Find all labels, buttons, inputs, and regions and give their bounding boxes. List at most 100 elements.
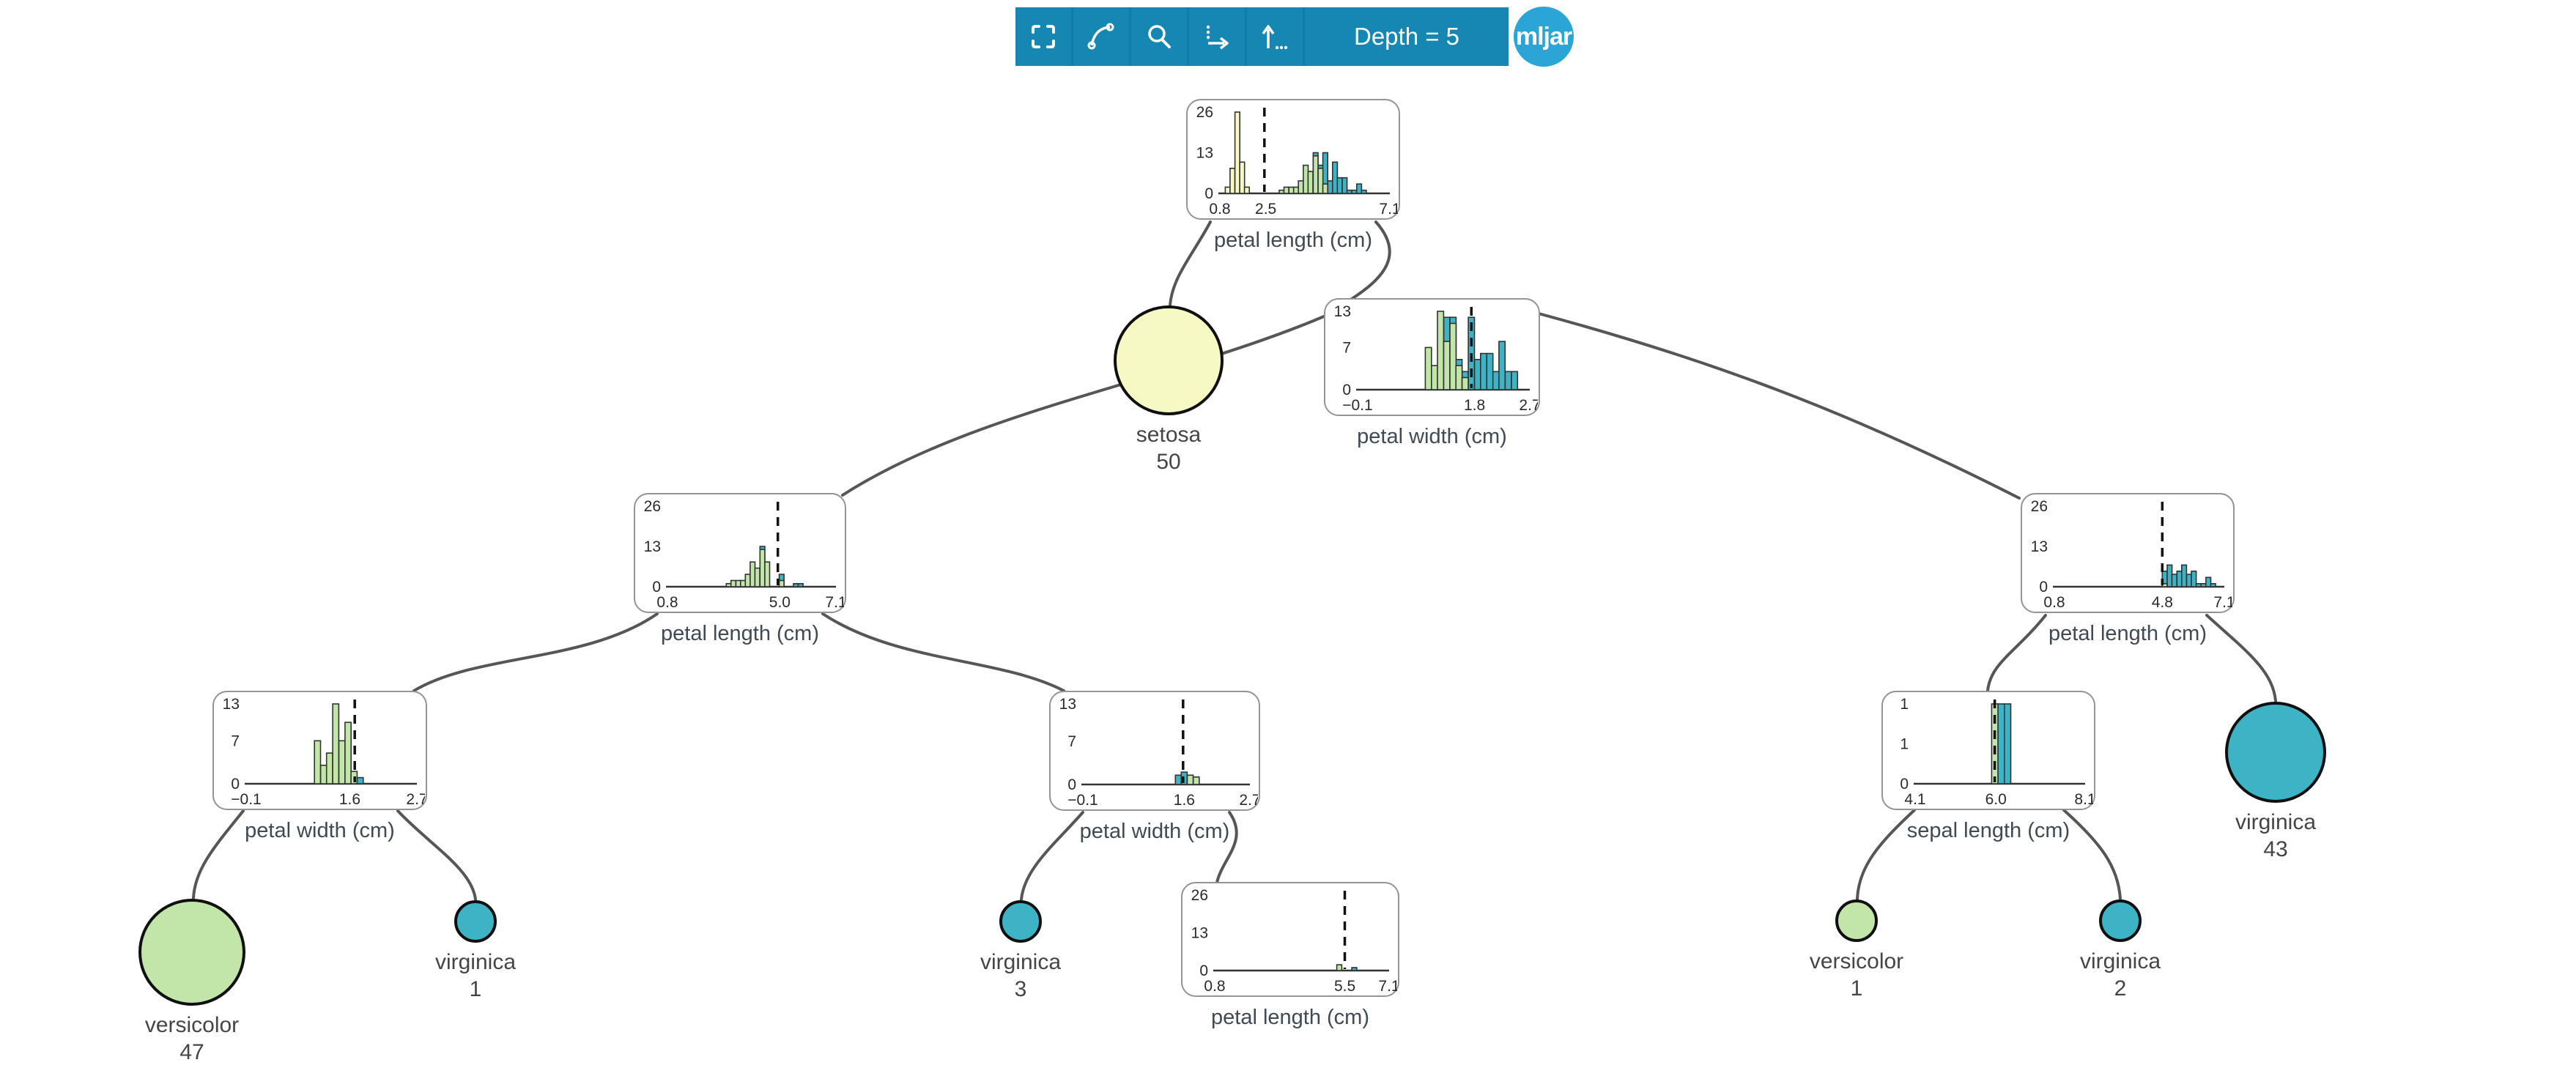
svg-text:0.8: 0.8 [2043, 594, 2065, 611]
svg-text:13: 13 [223, 696, 240, 713]
svg-text:0: 0 [652, 579, 661, 596]
leaf-node-virginica-3[interactable] [999, 900, 1042, 943]
leaf-node-versicolor-1[interactable] [1835, 899, 1878, 942]
svg-text:1: 1 [1900, 696, 1909, 713]
zoom-button[interactable] [1131, 7, 1189, 66]
leaf-label-setosa-50: setosa 50 [1059, 421, 1278, 475]
svg-text:0.8: 0.8 [1204, 978, 1225, 995]
svg-text:26: 26 [1196, 104, 1213, 121]
tree-edge [1856, 809, 1916, 900]
mljar-logo[interactable]: mljar [1514, 7, 1574, 67]
leaf-node-setosa-50[interactable] [1114, 305, 1224, 415]
leaf-node-virginica-2[interactable] [2099, 899, 2142, 942]
svg-text:1.8: 1.8 [1464, 397, 1485, 414]
leaf-label-virginica-1: virginica 1 [366, 949, 585, 1003]
leaf-class-name: virginica [434, 950, 517, 974]
tree-edge [396, 809, 477, 901]
svg-text:7.1: 7.1 [1378, 978, 1397, 995]
svg-text:7.1: 7.1 [1379, 201, 1398, 218]
leaf-sample-count: 2 [2114, 976, 2127, 1001]
svg-text:26: 26 [2031, 498, 2048, 515]
svg-text:−0.1: −0.1 [1342, 397, 1372, 414]
split-feature-label: sepal length (cm) [1906, 819, 2070, 842]
svg-text:1.6: 1.6 [1174, 792, 1195, 809]
svg-text:2.7: 2.7 [1519, 397, 1538, 414]
svg-text:0: 0 [1342, 382, 1351, 398]
histogram-petal-length-2: 26 13 00.8 5.0 7.1 [644, 498, 844, 611]
svg-text:7: 7 [231, 732, 240, 749]
svg-text:0: 0 [1199, 962, 1208, 979]
svg-text:13: 13 [1334, 303, 1351, 320]
leaf-node-virginica-43[interactable] [2225, 702, 2326, 803]
reset-view-button[interactable] [1247, 7, 1305, 66]
svg-text:2.7: 2.7 [406, 791, 425, 808]
tree-edge [1986, 614, 2047, 692]
edge-style-button[interactable] [1073, 7, 1131, 66]
split-feature-label: petal width (cm) [245, 819, 395, 842]
arrow-up-dots-icon [1262, 25, 1288, 50]
split-feature-label: petal width (cm) [1079, 820, 1230, 843]
svg-text:13: 13 [1191, 925, 1208, 942]
svg-text:0.8: 0.8 [656, 594, 678, 611]
tree-edge [1020, 811, 1084, 901]
svg-text:13: 13 [1196, 145, 1213, 162]
split-feature-label: petal length (cm) [661, 622, 819, 645]
svg-text:1.6: 1.6 [339, 791, 360, 808]
leaf-sample-count: 50 [1156, 450, 1181, 474]
svg-text:5.0: 5.0 [769, 594, 791, 611]
leaf-sample-count: 3 [1014, 977, 1027, 1001]
svg-text:7.1: 7.1 [2213, 594, 2232, 611]
tree-edge [412, 612, 659, 692]
leaf-node-versicolor-47[interactable] [138, 899, 245, 1006]
svg-text:4.8: 4.8 [2152, 594, 2173, 611]
leaf-class-name: setosa [1136, 423, 1202, 447]
tree-edge [1350, 220, 1391, 300]
pan-right-button[interactable] [1189, 7, 1247, 66]
fullscreen-button[interactable] [1015, 7, 1073, 66]
svg-text:26: 26 [644, 498, 661, 515]
leaf-sample-count: 1 [469, 977, 482, 1001]
split-feature-label: petal length (cm) [1211, 1006, 1369, 1029]
svg-text:5.5: 5.5 [1334, 978, 1355, 995]
leaf-node-virginica-1[interactable] [454, 900, 497, 943]
svg-text:1: 1 [1900, 736, 1909, 753]
split-feature-label: petal width (cm) [1357, 425, 1507, 448]
tree-edge [1215, 811, 1238, 884]
split-feature-label: petal length (cm) [2048, 622, 2207, 645]
split-feature-label: petal length (cm) [1214, 229, 1372, 252]
svg-text:2.5: 2.5 [1255, 201, 1276, 218]
dotted-arrow-right-icon [1206, 25, 1229, 50]
svg-text:7: 7 [1067, 733, 1076, 750]
depth-indicator: Depth = 5 [1305, 7, 1509, 66]
tree-edge [1169, 220, 1212, 307]
svg-text:4.1: 4.1 [1904, 791, 1925, 808]
svg-text:13: 13 [1059, 696, 1076, 713]
svg-text:−0.1: −0.1 [231, 791, 261, 808]
svg-text:7.1: 7.1 [825, 594, 844, 611]
leaf-class-name: versicolor [1809, 949, 1904, 973]
tree-edge [2062, 809, 2122, 900]
svg-text:13: 13 [644, 538, 661, 555]
svg-text:6.0: 6.0 [1985, 791, 2007, 808]
fullscreen-icon [1032, 25, 1055, 48]
leaf-class-name: virginica [980, 950, 1062, 974]
leaf-sample-count: 1 [1850, 976, 1863, 1001]
